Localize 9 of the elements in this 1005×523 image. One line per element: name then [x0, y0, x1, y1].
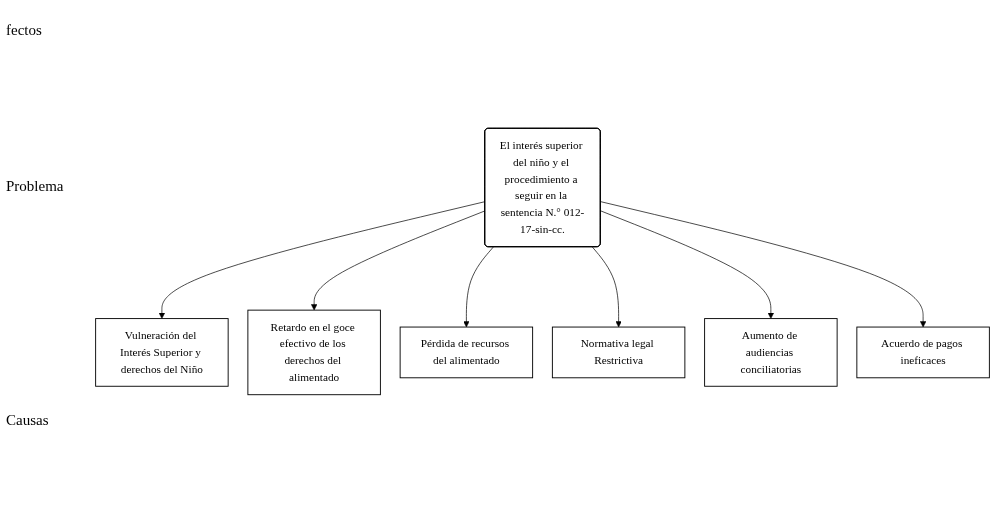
section-label: Problema — [6, 178, 64, 195]
node-box: Aumento de audiencias conciliatorias — [704, 318, 838, 387]
node-box: Vulneración del Interés Superior y derechos del Niño — [95, 318, 229, 387]
node-box: Acuerdo de pagos ineficaces — [856, 326, 990, 379]
node-box: Pérdida de recursos del alimentado — [399, 326, 534, 379]
section-label: fectos — [6, 22, 42, 39]
node-box: Normativa legal Restrictiva — [551, 326, 686, 379]
node-box: Retardo en el goce efectivo de los derechos del alimentado — [247, 309, 381, 396]
section-label: Causas — [6, 412, 49, 429]
